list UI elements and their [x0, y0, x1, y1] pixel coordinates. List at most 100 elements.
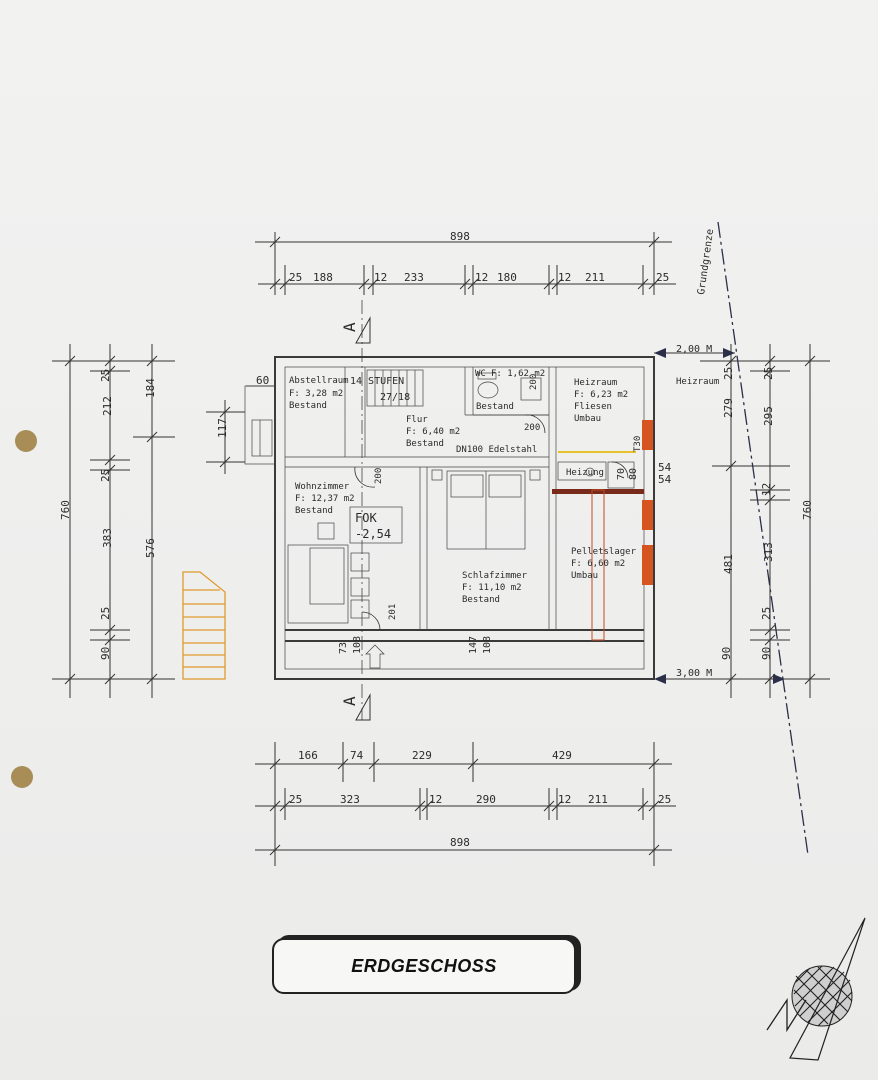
dim-bottom-chain1-1: 166 — [298, 749, 318, 762]
pipe-label: DN100 Edelstahl — [456, 445, 537, 455]
dim-top-chain-9: 25 — [656, 271, 669, 284]
dim-right-total: 760 — [801, 500, 814, 520]
section-marker-top — [355, 300, 371, 721]
drawing-title: ERDGESCHOSS — [351, 955, 497, 976]
fire-wall — [552, 489, 644, 494]
room-heizraum-status: Umbau — [574, 414, 601, 424]
window-label-4: 108 — [482, 636, 493, 654]
dim-bottom-chain2-2: 323 — [340, 793, 360, 806]
level-marker-box — [349, 506, 403, 544]
dim-top-chain-2: 188 — [313, 271, 333, 284]
door-label-1: 200 — [374, 468, 384, 484]
dim-bottom-chain2-3: 12 — [429, 793, 442, 806]
dim-top-chain-5: 12 — [475, 271, 488, 284]
dim-bottom-chain2-6: 211 — [588, 793, 608, 806]
pellet-pipe — [591, 489, 605, 641]
room-pelletslager-area: F: 6,60 m2 — [571, 559, 625, 569]
dim-top-chain-4: 233 — [404, 271, 424, 284]
dim-bottom-chain1-4: 429 — [552, 749, 572, 762]
room-schlafzimmer-name: Schlafzimmer — [462, 571, 528, 581]
dim-left-chain-5: 25 — [99, 607, 112, 620]
dim-top-chain-8: 211 — [585, 271, 605, 284]
dim-left-chain-4: 383 — [101, 528, 114, 548]
building-walls — [244, 356, 655, 680]
dim-left-total: 760 — [59, 500, 72, 520]
boundary-label: Grundgrenze — [696, 228, 716, 295]
section-label-bottom: A — [340, 696, 359, 706]
drawing-title-box: ERDGESCHOSS — [272, 938, 576, 994]
room-flur-name: Flur — [406, 415, 428, 425]
distance-top: 2,00 M — [676, 344, 712, 355]
dim-left-chain-2: 212 — [101, 396, 114, 416]
room-wc-area: F: 1,62 m2 — [491, 369, 545, 379]
punch-hole-top — [15, 430, 37, 452]
left-dimension-lines — [52, 344, 276, 698]
dim-right-chain1-2: 279 — [722, 398, 735, 418]
dim-bottom-chain2-4: 290 — [476, 793, 496, 806]
double-bed — [431, 469, 541, 550]
punch-hole-bottom — [11, 766, 33, 788]
dim-left-chain-1: 25 — [99, 369, 112, 382]
dim-top-chain-1: 25 — [289, 271, 302, 284]
dim-bottom-chain2-1: 25 — [289, 793, 302, 806]
right-dimension-lines — [654, 344, 830, 698]
dim-right-chain1-1b: 25 — [762, 367, 775, 380]
room-schlafzimmer-status: Bestand — [462, 595, 500, 605]
room-heizraum-name: Heizraum — [574, 378, 617, 388]
north-arrow-icon — [766, 917, 866, 1061]
window-label-7: 54 — [658, 461, 672, 474]
property-boundary-line — [717, 221, 809, 856]
door-label-5: T30 — [633, 436, 643, 452]
door-label-3: 200 — [524, 423, 540, 433]
door-swings — [354, 414, 629, 631]
room-heizraum-area: F: 6,23 m2 — [574, 390, 628, 400]
window-red-2 — [642, 500, 653, 530]
room-heizraum-finish: Fliesen — [574, 402, 612, 412]
living-room-furniture — [287, 522, 370, 624]
room-pelletslager-name: Pelletslager — [571, 547, 637, 557]
bottom-dimension-lines — [255, 742, 676, 866]
room-wohnzimmer-status: Bestand — [295, 506, 333, 516]
top-dimension-lines — [255, 232, 676, 295]
dim-right-chain2-3: 313 — [762, 542, 775, 562]
stairs-size: 27/18 — [380, 392, 410, 403]
dim-left-small-1: 60 — [256, 374, 269, 387]
toilet — [477, 372, 542, 401]
room-pelletslager-status: Umbau — [571, 571, 598, 581]
window-red-1 — [642, 420, 653, 450]
window-label-6: 80 — [628, 468, 639, 480]
distance-bottom: 3,00 M — [676, 668, 712, 679]
dim-top-chain-3: 12 — [374, 271, 387, 284]
room-wohnzimmer-name: Wohnzimmer — [295, 482, 350, 492]
level-marker-label: FOK — [355, 511, 377, 525]
window-red-3 — [642, 545, 653, 585]
room-abstellraum-status: Bestand — [289, 401, 327, 411]
dim-right-chain1-4b: 90 — [760, 647, 773, 660]
door-label-2: 200 — [529, 374, 539, 390]
dim-left-partial-1: 184 — [144, 378, 157, 398]
dim-bottom-chain1-2: 74 — [350, 749, 364, 762]
room-flur-area: F: 6,40 m2 — [406, 427, 460, 437]
dim-left-chain-3: 25 — [99, 469, 112, 482]
dim-right-chain1-3: 481 — [722, 554, 735, 574]
heating-unit — [557, 451, 636, 489]
dim-left-small-2: 117 — [216, 418, 229, 438]
room-wc-status: Bestand — [476, 402, 514, 412]
room-schlafzimmer-area: F: 11,10 m2 — [462, 583, 522, 593]
dim-left-chain-6: 90 — [99, 647, 112, 660]
window-label-2: 108 — [352, 636, 363, 654]
room-wohnzimmer-area: F: 12,37 m2 — [295, 494, 355, 504]
dim-right-chain1-4: 90 — [720, 647, 733, 660]
level-marker-value: -2,54 — [355, 527, 391, 541]
window-label-3: 147 — [468, 636, 479, 654]
dim-top-chain-7: 12 — [558, 271, 571, 284]
dim-right-chain1-1: 25 — [722, 367, 735, 380]
room-abstellraum-area: F: 3,28 m2 — [289, 389, 343, 399]
dim-bottom-chain2-5: 12 — [558, 793, 571, 806]
dim-right-chain2-1: 295 — [762, 406, 775, 426]
room-abstellraum-name: Abstellraum — [289, 376, 349, 386]
neighbor-room-label: Heizraum — [676, 377, 719, 387]
dim-bottom-total: 898 — [450, 836, 470, 849]
